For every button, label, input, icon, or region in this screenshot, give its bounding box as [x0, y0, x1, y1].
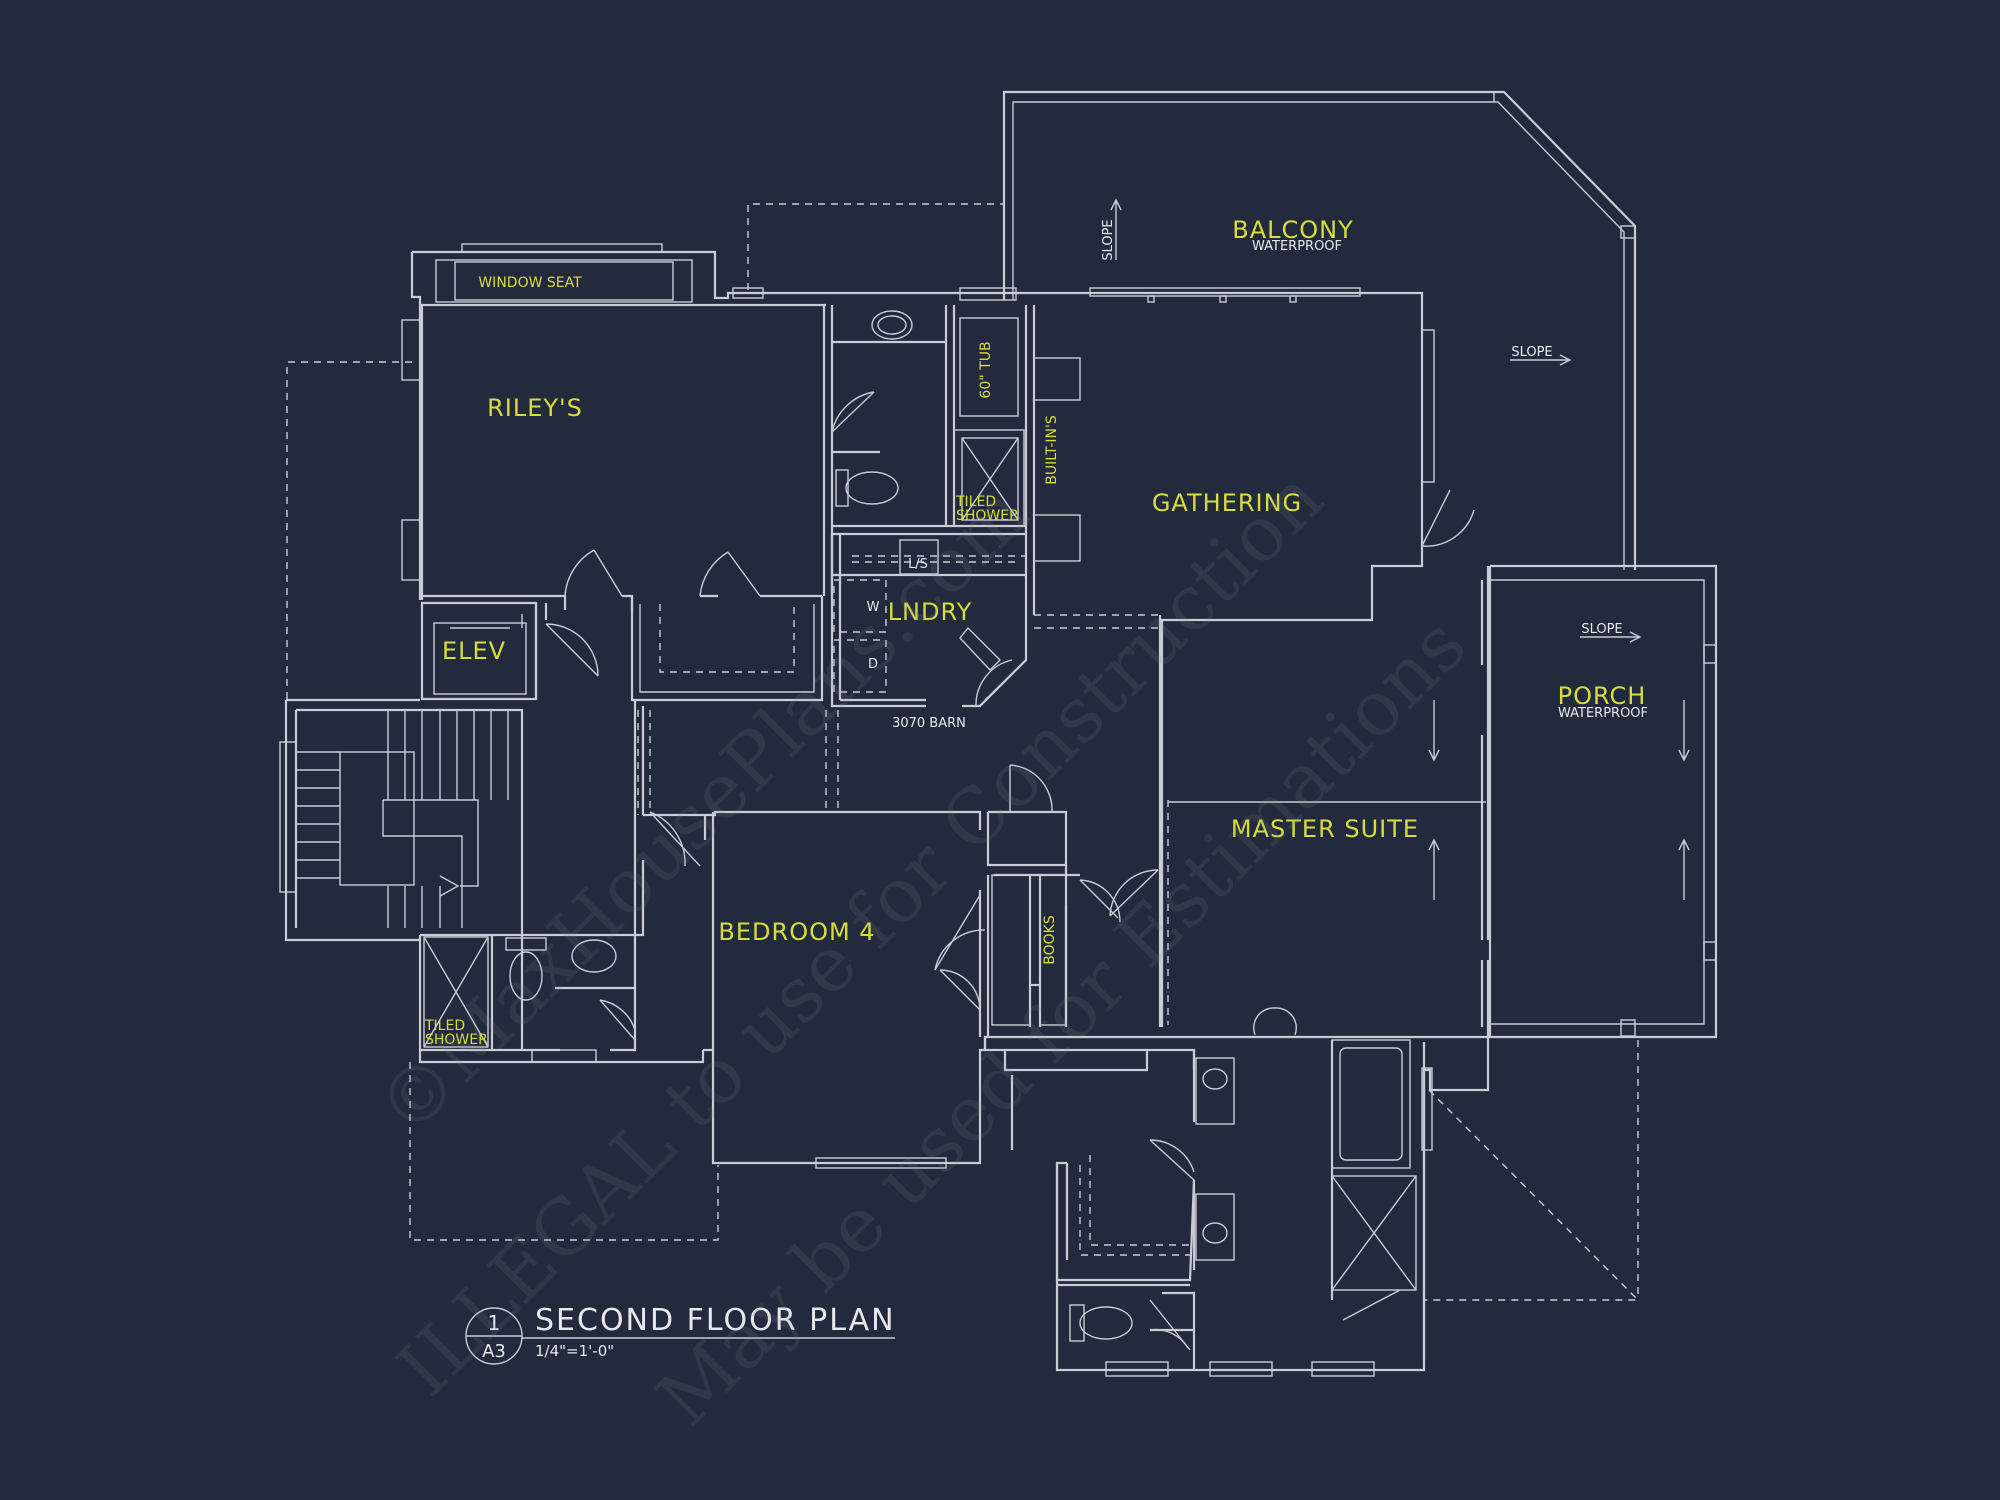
- stair-treads: [296, 710, 509, 928]
- room-label-rileys: RILEY'S: [487, 394, 583, 422]
- room-label-lndry: LNDRY: [888, 598, 973, 626]
- room-label-master-suite: MASTER SUITE: [1231, 815, 1419, 843]
- label-tiled-shower-1-line1: TILED: [955, 494, 996, 510]
- doors: [545, 391, 1475, 1351]
- slope-label-porch: SLOPE: [1581, 622, 1622, 637]
- exterior-walls: [284, 250, 1490, 1372]
- slope-label-balcony-1: SLOPE: [1101, 219, 1116, 260]
- plan-scale: 1/4"=1'-0": [535, 1342, 614, 1360]
- label-window-seat: WINDOW SEAT: [478, 275, 582, 291]
- label-tiled-shower-1-line2: SHOWER: [956, 508, 1019, 524]
- label-washer: W: [867, 600, 880, 615]
- room-label-elev: ELEV: [442, 637, 506, 665]
- balcony-outline: [1002, 90, 1637, 570]
- room-labels: RILEY'S WINDOW SEAT 60" TUB BUILT-IN'S T…: [424, 216, 1648, 1048]
- interior-walls: [296, 305, 1490, 1370]
- label-tiled-shower-2-line2: SHOWER: [425, 1032, 488, 1048]
- slope-label-balcony-2: SLOPE: [1511, 345, 1552, 360]
- title-block: 1 A3 SECOND FLOOR PLAN 1/4"=1'-0": [465, 1303, 896, 1365]
- balcony-note: WATERPROOF: [1252, 239, 1342, 254]
- label-books: BOOKS: [1042, 915, 1058, 965]
- room-label-balcony: BALCONY: [1232, 216, 1354, 244]
- slope-arrows: [1110, 198, 1690, 900]
- windows: [279, 243, 1435, 1377]
- label-tub: 60" TUB: [978, 341, 994, 398]
- porch-outline: [1488, 564, 1718, 1039]
- label-dryer: D: [868, 657, 878, 672]
- label-tiled-shower-2-line1: TILED: [424, 1018, 465, 1034]
- plan-title: SECOND FLOOR PLAN: [535, 1303, 896, 1338]
- label-builtins: BUILT-IN'S: [1044, 415, 1060, 485]
- porch-note: WATERPROOF: [1558, 706, 1648, 721]
- sheet-number: A3: [482, 1341, 506, 1362]
- room-label-bedroom-4: BEDROOM 4: [718, 918, 875, 946]
- room-label-gathering: GATHERING: [1152, 489, 1302, 517]
- label-ls: L/S: [908, 557, 928, 572]
- detail-number: 1: [488, 1311, 501, 1335]
- fixtures: [423, 310, 1417, 1342]
- room-label-porch: PORCH: [1558, 682, 1647, 710]
- label-barn-door: 3070 BARN: [892, 716, 966, 731]
